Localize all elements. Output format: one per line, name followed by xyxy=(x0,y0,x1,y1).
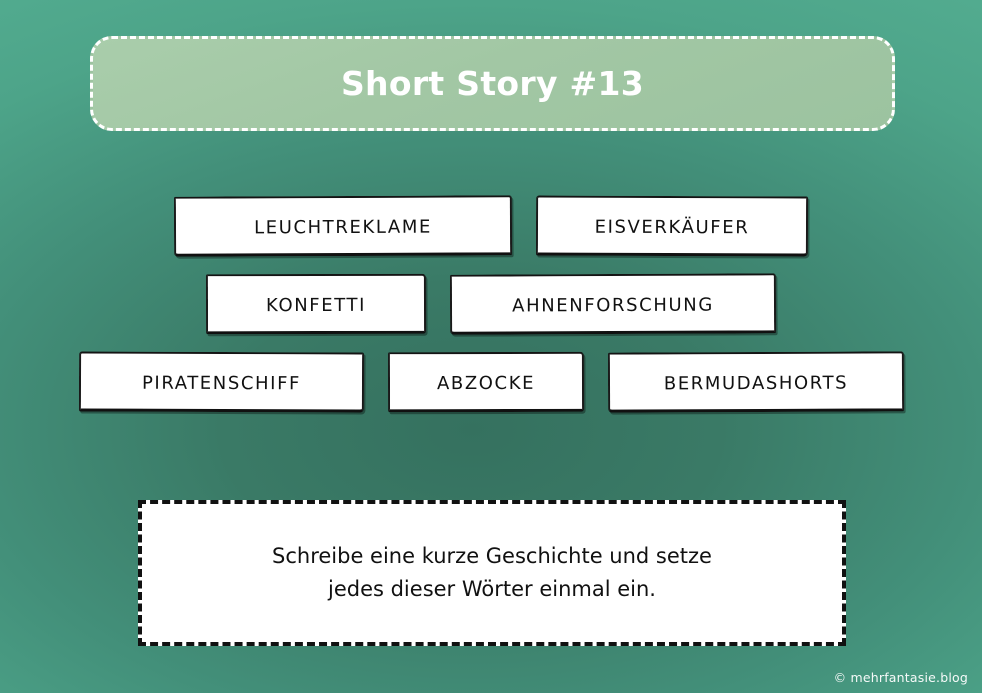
word-card-row: Piratenschiff Abzocke Bermudashorts xyxy=(0,351,982,413)
word-card[interactable]: Konfetti xyxy=(205,273,427,335)
word-card-label: Ahnenforschung xyxy=(512,287,714,318)
header-banner: Short Story #13 xyxy=(90,36,895,131)
word-card-label: Leuchtreklame xyxy=(254,209,432,240)
word-card-grid: Leuchtreklame Eisverkäufer Konfetti Ahne… xyxy=(0,195,982,430)
word-card-label: Piratenschiff xyxy=(141,365,301,396)
word-card[interactable]: Ahnenforschung xyxy=(449,273,777,335)
page-title: Short Story #13 xyxy=(340,64,645,103)
instruction-text: Schreibe eine kurze Geschichte und setze… xyxy=(272,544,712,601)
word-card[interactable]: Abzocke xyxy=(387,351,584,413)
word-card[interactable]: Leuchtreklame xyxy=(173,195,513,257)
footer-credit: © mehrfantasie.blog xyxy=(833,670,968,685)
instruction-box: Schreibe eine kurze Geschichte und setze… xyxy=(138,500,846,646)
word-card-row: Konfetti Ahnenforschung xyxy=(0,273,982,335)
word-card[interactable]: Eisverkäufer xyxy=(535,195,809,257)
word-card-row: Leuchtreklame Eisverkäufer xyxy=(0,195,982,257)
word-card[interactable]: Bermudashorts xyxy=(607,351,904,413)
word-card-label: Bermudashorts xyxy=(663,365,848,396)
word-card-label: Eisverkäufer xyxy=(594,209,750,240)
word-card-label: Abzocke xyxy=(436,365,535,395)
word-card[interactable]: Piratenschiff xyxy=(78,351,364,413)
word-card-label: Konfetti xyxy=(265,287,367,317)
